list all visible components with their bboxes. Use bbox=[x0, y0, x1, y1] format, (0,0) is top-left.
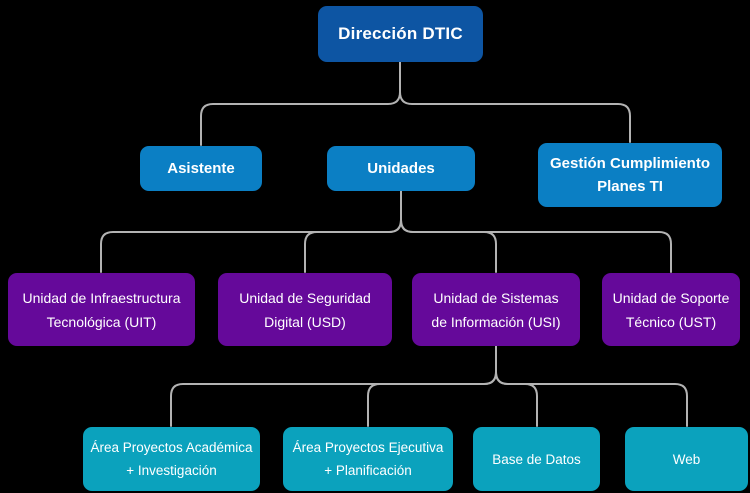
node-label-line: Unidad de Soporte bbox=[612, 289, 730, 306]
node-label: Base de Datos bbox=[492, 451, 581, 467]
node-base-de-datos: Base de Datos bbox=[473, 427, 600, 491]
node-label: Unidades bbox=[367, 160, 435, 177]
node-label: Web bbox=[672, 451, 701, 467]
node-label-line: Unidad de Sistemas bbox=[433, 289, 559, 306]
node-unidad-sistemas: Unidad de Sistemas de Información (USI) bbox=[412, 273, 580, 346]
node-label-line: Gestión Cumplimiento bbox=[549, 155, 710, 172]
node-label: Asistente bbox=[167, 160, 235, 177]
node-web: Web bbox=[625, 427, 748, 491]
node-label-line: + Investigación bbox=[126, 463, 217, 478]
node-label-line: de Información (USI) bbox=[431, 313, 561, 330]
edge-root-gestion bbox=[399, 61, 631, 143]
node-label-line: Digital (USD) bbox=[264, 313, 346, 330]
node-unidad-infraestructura: Unidad de Infraestructura Tecnológica (U… bbox=[8, 273, 195, 346]
node-label-line: Unidad de Seguridad bbox=[239, 289, 371, 306]
edge-usi-ejecutiva bbox=[367, 345, 497, 427]
node-unidad-seguridad: Unidad de Seguridad Digital (USD) bbox=[218, 273, 392, 346]
node-asistente: Asistente bbox=[140, 146, 262, 191]
node-label-line: Tecnológica (UIT) bbox=[46, 313, 157, 330]
edge-root-asistente bbox=[200, 61, 401, 146]
edge-usi-academica bbox=[170, 345, 497, 427]
node-unidades: Unidades bbox=[327, 146, 475, 191]
node-area-academica: Área Proyectos Académica + Investigación bbox=[83, 427, 260, 491]
node-label-line: Área Proyectos Académica bbox=[90, 440, 253, 455]
node-gestion-cumplimiento: Gestión Cumplimiento Planes TI bbox=[538, 143, 722, 207]
edge-usi-web bbox=[495, 345, 688, 427]
node-label-line: Unidad de Infraestructura bbox=[22, 289, 181, 306]
node-unidad-soporte: Unidad de Soporte Técnico (UST) bbox=[602, 273, 740, 346]
node-label: Dirección DTIC bbox=[338, 24, 463, 43]
edge-unidades-ust bbox=[400, 190, 672, 273]
node-label-line: Planes TI bbox=[597, 178, 663, 195]
node-label-line: + Planificación bbox=[324, 463, 412, 478]
edge-usi-basedatos bbox=[495, 345, 538, 427]
node-label-line: Área Proyectos Ejecutiva bbox=[292, 440, 444, 455]
node-area-ejecutiva: Área Proyectos Ejecutiva + Planificación bbox=[283, 427, 453, 491]
node-label-line: Técnico (UST) bbox=[625, 313, 717, 330]
edge-unidades-usd bbox=[304, 190, 402, 273]
node-direccion-dtic: Dirección DTIC bbox=[318, 6, 483, 62]
